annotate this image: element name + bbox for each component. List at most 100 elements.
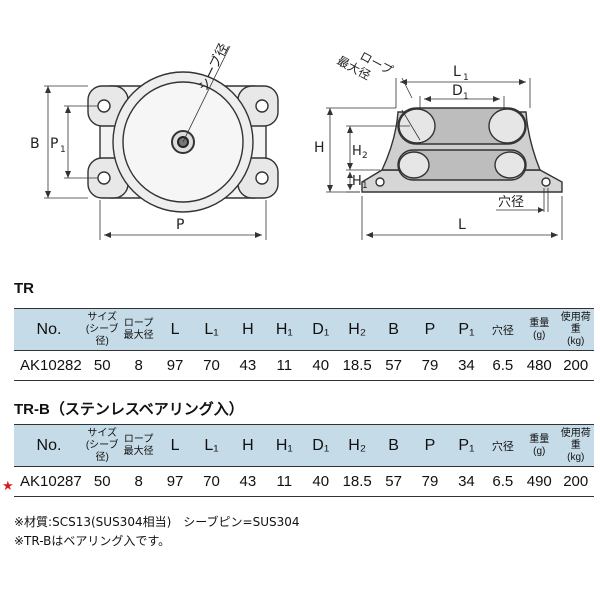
- column-header: ロープ 最大径: [120, 424, 157, 467]
- column-header: P₁: [448, 424, 485, 467]
- sheave-bottom-left: [398, 151, 430, 179]
- top-view-dimensions: [44, 45, 267, 240]
- column-header: 重量 (g): [521, 308, 558, 351]
- column-header: 重量 (g): [521, 424, 558, 467]
- dim-B-label: B: [30, 136, 40, 152]
- dim-P-label: P: [176, 217, 184, 233]
- column-header: L: [156, 424, 194, 467]
- featured-star-icon: ★: [2, 479, 14, 494]
- dim-H1-sub: 1: [362, 181, 368, 191]
- table-cell: 11: [266, 350, 303, 381]
- column-header: D₁: [302, 424, 339, 467]
- column-header: No.: [14, 424, 84, 467]
- note-material: ※材質:SCS13(SUS304相当) シーブピン=SUS304: [14, 515, 300, 529]
- column-header: L₁: [193, 424, 230, 467]
- column-header: D₁: [302, 308, 339, 351]
- column-header: 穴径: [484, 308, 522, 351]
- column-header: H₂: [338, 424, 376, 467]
- side-hole-left: [375, 177, 385, 187]
- dim-L1-label: L: [453, 64, 461, 80]
- table-cell: 50: [84, 350, 121, 381]
- column-header: H₂: [338, 308, 376, 351]
- column-header: B: [375, 308, 412, 351]
- table-cell: 34: [448, 350, 485, 381]
- table-cell: 43: [229, 466, 267, 497]
- mount-hole-tr: [255, 99, 269, 113]
- note-bearing: ※TR-Bはベアリング入です。: [14, 534, 171, 548]
- table-cell: 200: [557, 466, 594, 497]
- table-cell: 97: [156, 466, 194, 497]
- mount-hole-br: [255, 171, 269, 185]
- dim-H1-label: H: [352, 174, 362, 189]
- mount-hole-bl: [97, 171, 111, 185]
- table-cell: 79: [411, 466, 449, 497]
- table-cell: 70: [193, 466, 230, 497]
- column-header: 穴径: [484, 424, 522, 467]
- side-view-dimensions: [326, 77, 563, 240]
- column-header: L: [156, 308, 194, 351]
- column-header: No.: [14, 308, 84, 351]
- column-header: 使用荷重 (kg): [557, 424, 594, 467]
- sheave-bottom-right: [494, 151, 526, 179]
- table-cell: 11: [266, 466, 303, 497]
- sheave-bottom: [397, 149, 527, 181]
- side-view: [361, 107, 563, 193]
- product-number-cell: AK10287: [14, 466, 84, 497]
- table-cell: 97: [156, 350, 194, 381]
- rope-max-diameter-label: ロープ 最大径: [335, 40, 399, 92]
- table-cell: 57: [375, 350, 412, 381]
- column-header: H₁: [266, 424, 303, 467]
- column-header: L₁: [193, 308, 230, 351]
- table-cell: 40: [302, 350, 339, 381]
- column-header: サイズ (シーブ径): [84, 308, 121, 351]
- table-cell: 40: [302, 466, 339, 497]
- sheave-top-right: [488, 108, 526, 144]
- table-cell: 79: [411, 350, 449, 381]
- table-cell: 70: [193, 350, 230, 381]
- section-title-tr-b: TR-B（ステンレスベアリング入）: [14, 401, 244, 418]
- table-cell: 50: [84, 466, 121, 497]
- column-header: H: [229, 424, 267, 467]
- column-header: サイズ (シーブ径): [84, 424, 121, 467]
- dim-D1-label: D: [452, 83, 463, 99]
- side-view-arrowheads: [327, 79, 558, 238]
- table-cell: 6.5: [484, 466, 522, 497]
- dim-H2-sub: 2: [362, 151, 368, 161]
- table-cell: 8: [120, 350, 157, 381]
- table-cell: 490: [521, 466, 558, 497]
- column-header: H: [229, 308, 267, 351]
- column-header: 使用荷重 (kg): [557, 308, 594, 351]
- table-cell: 18.5: [338, 350, 376, 381]
- dim-P1-sub: 1: [60, 145, 66, 155]
- section-title-tr: TR: [14, 280, 34, 297]
- hole-diameter-label: 穴径: [498, 195, 524, 210]
- top-view-arrowheads: [45, 86, 262, 238]
- table-cell: 480: [521, 350, 558, 381]
- column-header: P₁: [448, 308, 485, 351]
- mount-hole-tl: [97, 99, 111, 113]
- table-cell: 6.5: [484, 350, 522, 381]
- column-header: H₁: [266, 308, 303, 351]
- table-cell: 200: [557, 350, 594, 381]
- dim-D1-sub: 1: [463, 92, 469, 102]
- column-header: ロープ 最大径: [120, 308, 157, 351]
- dim-P1-label: P: [50, 136, 58, 152]
- table-cell: 43: [229, 350, 267, 381]
- table-cell: 8: [120, 466, 157, 497]
- dim-H-label: H: [314, 140, 325, 156]
- dim-L1-sub: 1: [463, 73, 469, 83]
- side-hole-right: [541, 177, 551, 187]
- dim-H2-label: H: [352, 144, 362, 159]
- table-cell: 34: [448, 466, 485, 497]
- dim-L-label: L: [458, 217, 466, 233]
- column-header: B: [375, 424, 412, 467]
- column-header: P: [411, 424, 449, 467]
- table-cell: 57: [375, 466, 412, 497]
- column-header: P: [411, 308, 449, 351]
